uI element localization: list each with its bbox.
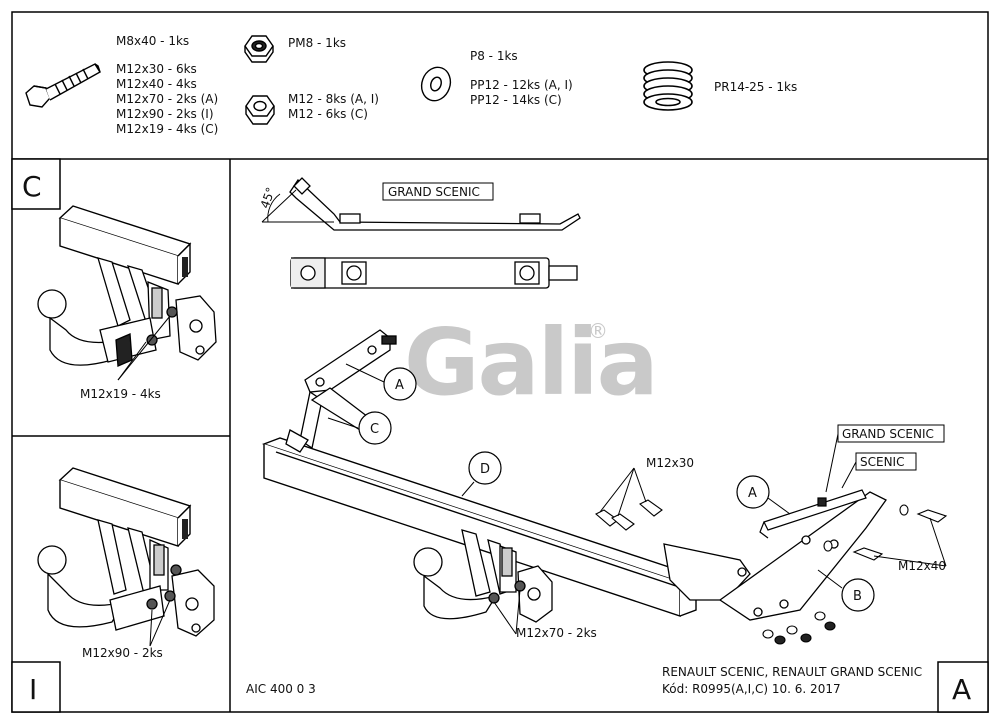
main-hitch-assembly: [413, 529, 553, 623]
bracket-label-box: [382, 182, 494, 201]
nut-pm8-label: PM8 - 1ks: [288, 36, 346, 50]
panel-c: C M12x19 - 4ks: [11, 158, 217, 401]
angle-label: 45°: [258, 185, 278, 210]
callout-b: B: [817, 569, 875, 612]
svg-text:C: C: [370, 422, 379, 437]
m12x30-leader-1: [599, 467, 635, 513]
nut-m12-label-2: M12 - 6ks (C): [288, 107, 368, 121]
bracket-label: GRAND SCENIC: [388, 185, 480, 199]
panel-i-leader-1: [149, 609, 153, 647]
flat-strap: [759, 489, 867, 539]
bracket-top-view: [290, 257, 578, 289]
bolt-icon: [25, 63, 101, 108]
panel-a: Galia ® 45° GRAND SCENIC: [246, 177, 989, 713]
spring-washer-icon: [643, 61, 693, 111]
self-locking-nut-icon: [244, 35, 274, 63]
scenic-leader: [841, 461, 857, 489]
washer-p8-label: P8 - 1ks: [470, 49, 518, 63]
m12x70-label: M12x70 - 2ks: [516, 626, 597, 640]
m12x30-leader-2: [617, 467, 635, 517]
panel-i: M12x90 - 2ks I: [11, 467, 215, 713]
parts-list: M8x40 - 1ks M12x30 - 6ks M12x40 - 4ks M1…: [25, 34, 797, 136]
panel-i-letter-box: [11, 661, 61, 713]
scenic-label-box: [855, 452, 917, 471]
washer-pp12-label-2: PP12 - 14ks (C): [470, 93, 562, 107]
panel-c-bolt-label: M12x19 - 4ks: [80, 387, 161, 401]
svg-text:D: D: [480, 462, 490, 477]
callout-d: D: [461, 451, 502, 497]
sheet-border: [11, 11, 989, 713]
panel-c-tube: [58, 205, 192, 285]
grand-scenic-leader: [825, 433, 839, 493]
callout-a-right: A: [736, 475, 791, 515]
bolt-m8x40-label: M8x40 - 1ks: [116, 34, 189, 48]
right-side-bracket: [663, 491, 887, 621]
title-code-date: Kód: R0995(A,I,C) 10. 6. 2017: [662, 682, 841, 696]
svg-text:A: A: [395, 378, 404, 393]
panel-c-letter: C: [22, 170, 42, 203]
callout-a-left: A: [345, 363, 417, 401]
panel-i-leader-2: [149, 599, 171, 647]
title-vehicle: RENAULT SCENIC, RENAULT GRAND SCENIC: [662, 665, 922, 679]
spring-pr14-label: PR14-25 - 1ks: [714, 80, 797, 94]
angle-arc: [267, 193, 281, 223]
panel-a-letter: A: [952, 673, 971, 706]
hex-nut-icon: [245, 95, 275, 125]
bolt-list-1: M12x30 - 6ks: [116, 62, 197, 76]
bolt-list-4: M12x90 - 2ks (I): [116, 107, 214, 121]
nut-m12-label-1: M12 - 8ks (A, I): [288, 92, 379, 106]
m12x70-leader-1: [493, 601, 517, 635]
bolt-list-3: M12x70 - 2ks (A): [116, 92, 218, 106]
bottom-nuts: [762, 611, 836, 645]
m12x70-leader-2: [515, 589, 521, 635]
galia-watermark: Galia: [404, 309, 657, 416]
m12x30-label: M12x30: [646, 456, 694, 470]
washer-icon: [420, 66, 452, 102]
panel-c-leader-2: [117, 315, 171, 381]
m12x40-bolts: [823, 504, 948, 561]
m12x40-label: M12x40: [898, 559, 946, 573]
panel-c-letter-box: [11, 158, 61, 210]
drawing-code: AIC 400 0 3: [246, 682, 316, 696]
m12x40-leader-1: [929, 517, 947, 567]
panel-i-bolt-label: M12x90 - 2ks: [82, 646, 163, 660]
panel-c-hitch: [37, 257, 217, 367]
panel-i-letter: I: [29, 673, 37, 706]
watermark-registered-mark: ®: [588, 319, 608, 343]
bolt-list-5: M12x19 - 4ks (C): [116, 122, 218, 136]
cross-tube: [261, 437, 699, 617]
panel-a-letter-box: [937, 661, 989, 713]
grand-scenic-label-box: [837, 424, 945, 443]
washer-pp12-label-1: PP12 - 12ks (A, I): [470, 78, 573, 92]
grand-scenic-label: GRAND SCENIC: [842, 427, 934, 441]
bolt-list-2: M12x40 - 4ks: [116, 77, 197, 91]
m12x30-leader-3: [633, 467, 647, 503]
svg-text:B: B: [853, 589, 862, 604]
m12x40-leader-2: [873, 555, 947, 567]
callout-c: C: [327, 411, 392, 445]
scenic-label: SCENIC: [860, 455, 904, 469]
svg-text:A: A: [748, 486, 757, 501]
panel-i-hitch: [37, 519, 215, 637]
left-side-bracket: [285, 329, 397, 453]
panel-i-tube: [58, 467, 192, 547]
bracket-side-view: [289, 177, 581, 231]
